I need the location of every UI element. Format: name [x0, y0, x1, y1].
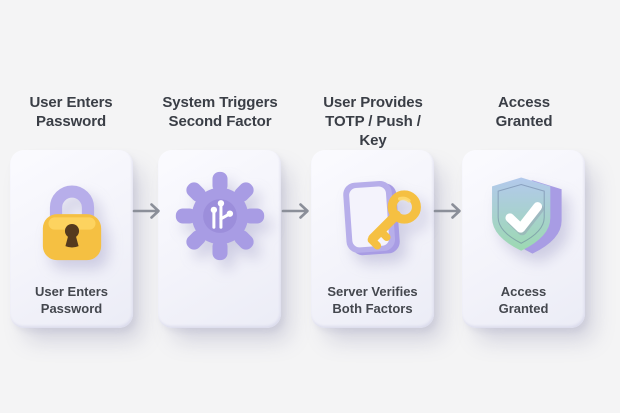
flow-arrow-3 — [433, 202, 463, 220]
gear-circuit-icon — [173, 169, 267, 263]
flow-arrow-1 — [132, 202, 162, 220]
step-title-granted: Access Granted — [495, 94, 553, 130]
card-label-granted: Access Granted — [498, 284, 549, 316]
step-card-granted: Access Granted — [462, 150, 585, 328]
step-card-second-factor — [158, 150, 281, 328]
shield-check-icon — [477, 169, 571, 263]
padlock-icon — [25, 169, 119, 263]
step-card-totp: Server Verifies Both Factors — [311, 150, 434, 328]
step-title-totp: User Provides TOTP / Push / Key — [323, 94, 423, 149]
card-label-totp: Server Verifies Both Factors — [327, 284, 418, 316]
step-card-password: User Enters Password — [10, 150, 133, 328]
flow-arrow-2 — [281, 202, 311, 220]
step-title-second-factor: System Triggers Second Factor — [162, 94, 278, 130]
step-title-password: User Enters Password — [29, 94, 113, 130]
card-label-password: User Enters Password — [35, 284, 108, 316]
phone-key-icon — [326, 169, 421, 263]
